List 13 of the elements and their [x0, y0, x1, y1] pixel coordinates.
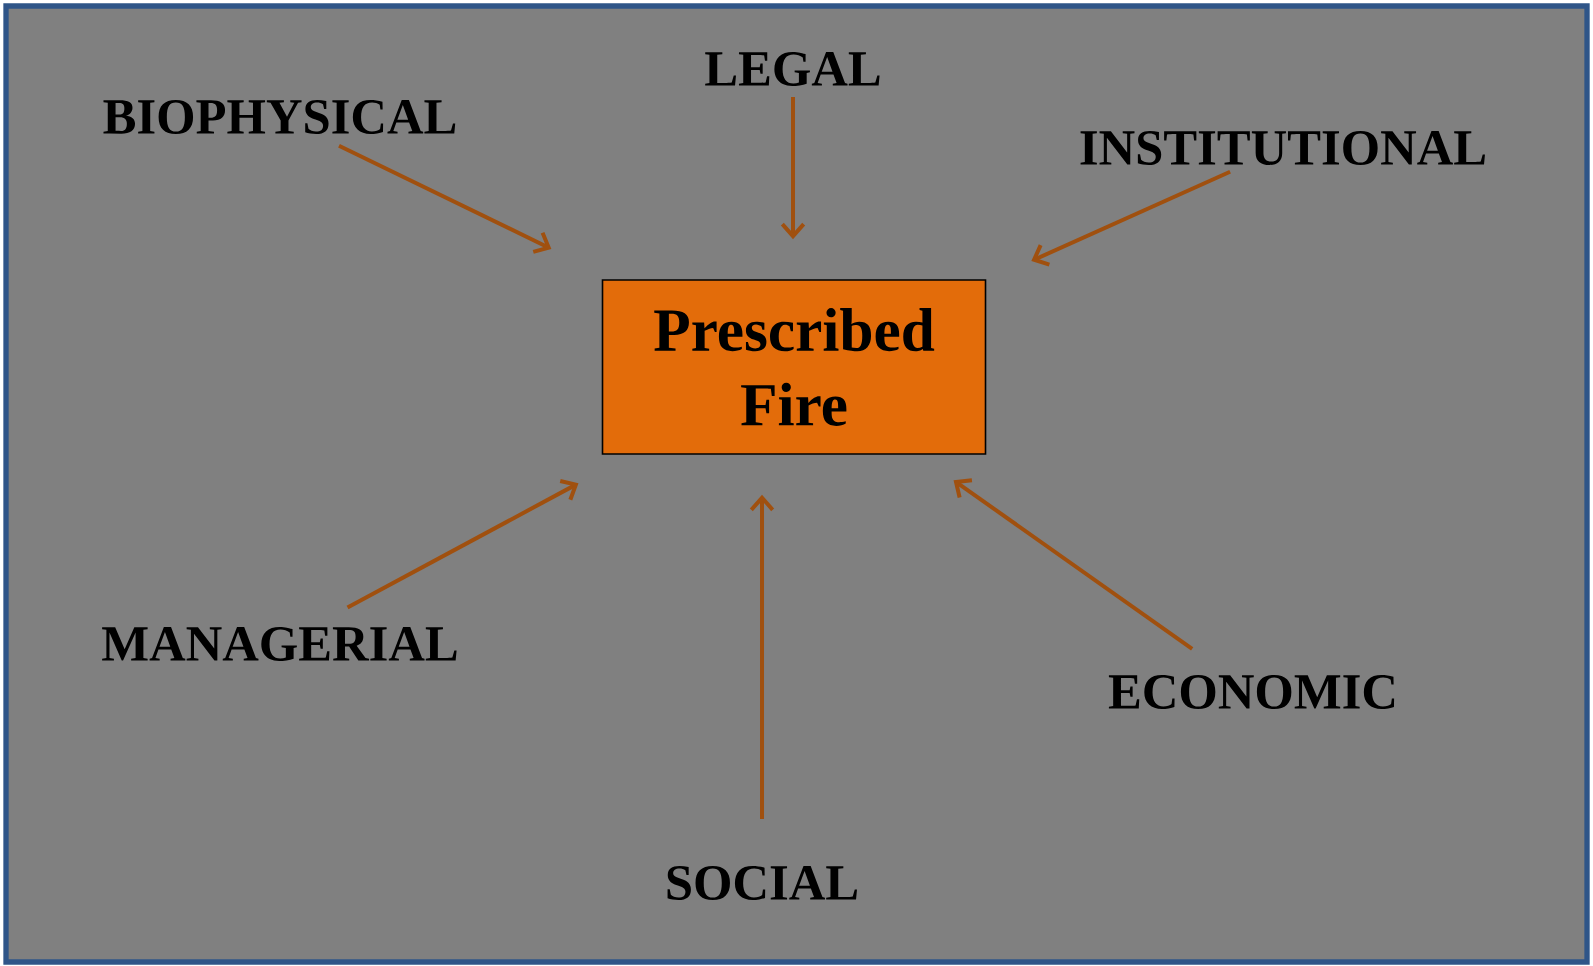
- arrow: [780, 96, 806, 240]
- arrow: [1031, 169, 1231, 267]
- factor-label: ECONOMIC: [1108, 675, 1395, 709]
- factor-label: LEGAL: [705, 52, 880, 86]
- arrow: [338, 143, 552, 254]
- arrow: [953, 478, 1194, 651]
- arrow: [346, 479, 579, 610]
- process-box: Prescribed Fire: [601, 279, 987, 455]
- arrow: [749, 494, 775, 820]
- factor-label: MANAGERIAL: [102, 627, 457, 661]
- factor-label: INSTITUTIONAL: [1080, 131, 1485, 165]
- factor-label: BIOPHYSICAL: [103, 100, 456, 134]
- factor-label: SOCIAL: [667, 866, 857, 901]
